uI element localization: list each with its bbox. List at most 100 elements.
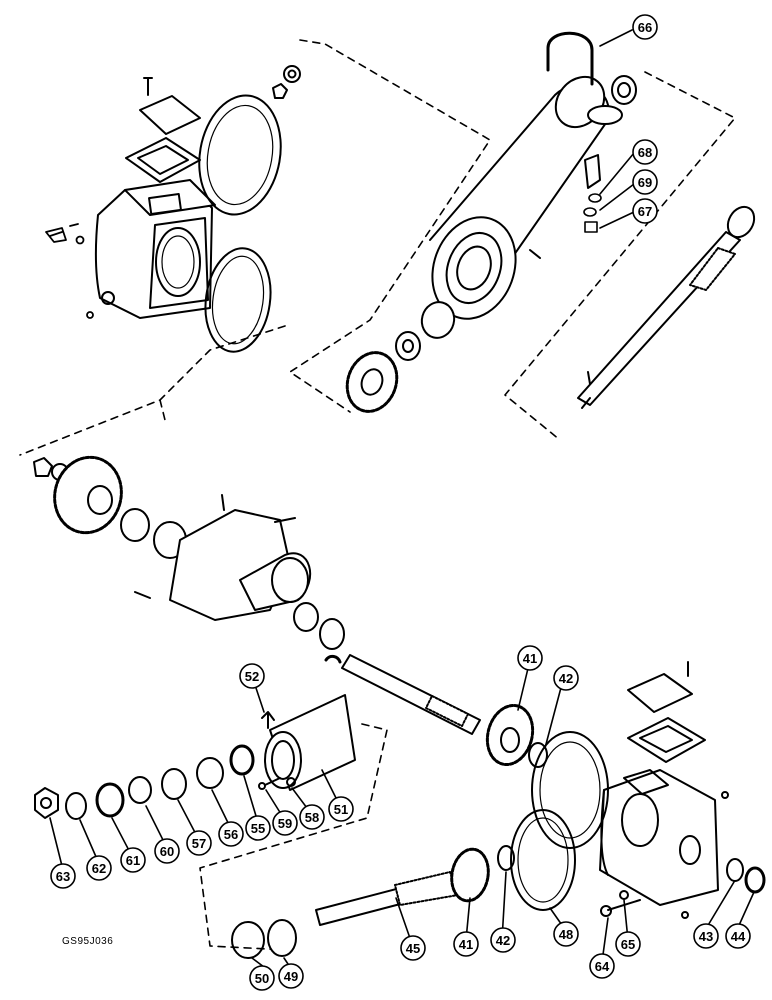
bolt-64 <box>600 899 641 917</box>
gasket-48-lower <box>510 809 576 911</box>
svg-text:43: 43 <box>699 929 713 944</box>
svg-text:67: 67 <box>638 204 652 219</box>
bevel-gear-left <box>53 455 123 535</box>
bearing-cone-center <box>319 618 345 650</box>
washer-62 <box>65 792 87 820</box>
svg-text:49: 49 <box>284 969 298 984</box>
svg-text:61: 61 <box>126 853 140 868</box>
svg-text:42: 42 <box>496 933 510 948</box>
bearing-carrier-51 <box>264 694 356 791</box>
callout-60: 60 <box>154 838 180 864</box>
upper-gearbox-housing <box>94 179 216 319</box>
callout-62: 62 <box>86 855 112 881</box>
lower-right-cover-plate <box>627 661 693 713</box>
svg-text:66: 66 <box>638 20 652 35</box>
svg-text:57: 57 <box>192 836 206 851</box>
tube-housing <box>429 75 610 320</box>
seal-43 <box>726 858 744 882</box>
callout-51: 51 <box>328 796 354 822</box>
bearing-cup-50 <box>231 921 265 959</box>
bearing-cup-56 <box>196 757 224 789</box>
housing-bolts <box>45 223 94 319</box>
svg-text:41: 41 <box>459 937 473 952</box>
callout-45: 45 <box>400 935 426 961</box>
svg-text:42: 42 <box>559 671 573 686</box>
svg-text:50: 50 <box>255 971 269 986</box>
side-gasket-lower <box>204 247 272 353</box>
nut-63 <box>34 787 59 819</box>
gasket-48-upper <box>531 731 609 849</box>
svg-text:69: 69 <box>638 175 652 190</box>
cover-plate <box>139 77 201 135</box>
callout-66: 66 <box>632 14 658 40</box>
bolt-59 <box>258 777 281 790</box>
callout-63: 63 <box>50 863 76 889</box>
callout-42-upper: 42 <box>553 665 579 691</box>
output-shaft-center <box>324 654 481 735</box>
spur-gear-41-lower <box>450 847 490 903</box>
callout-41-lower: 41 <box>453 931 479 957</box>
center-housing <box>134 494 312 621</box>
svg-text:64: 64 <box>595 959 610 974</box>
callout-69: 69 <box>632 169 658 195</box>
callout-48: 48 <box>553 921 579 947</box>
cover-gasket <box>125 137 201 183</box>
svg-text:59: 59 <box>278 816 292 831</box>
svg-text:55: 55 <box>251 821 265 836</box>
output-shaft-45 <box>315 871 459 926</box>
callout-67: 67 <box>632 198 658 224</box>
snap-ring-42-lower <box>497 845 515 871</box>
callout-42-lower: 42 <box>490 927 516 953</box>
bearing-cone-left <box>120 508 150 542</box>
svg-text:52: 52 <box>245 669 259 684</box>
callout-55: 55 <box>245 815 271 841</box>
callout-61: 61 <box>120 847 146 873</box>
spur-gear-41-upper <box>485 703 535 767</box>
bearing-cup-mid <box>420 301 456 339</box>
washers-68-69-67 <box>583 193 602 233</box>
callout-52: 52 <box>239 663 265 689</box>
bearing-cone-49 <box>267 919 297 957</box>
svg-text:60: 60 <box>160 844 174 859</box>
bearing-cup-top <box>587 105 623 125</box>
svg-text:62: 62 <box>92 861 106 876</box>
bevel-pinion-top <box>345 351 399 413</box>
callout-49: 49 <box>278 963 304 989</box>
fitting-52 <box>261 711 275 729</box>
figure-code: GS95J036 <box>62 936 114 947</box>
bearing-cone-top <box>611 75 637 105</box>
svg-text:68: 68 <box>638 145 652 160</box>
bearing-cone-57 <box>161 768 187 800</box>
u-bolt <box>546 31 594 86</box>
callout-57: 57 <box>186 830 212 856</box>
svg-text:58: 58 <box>305 810 319 825</box>
seal-55 <box>229 744 255 776</box>
lower-right-housing <box>599 769 729 919</box>
lower-right-cover-gasket <box>627 717 706 763</box>
callout-56: 56 <box>218 821 244 847</box>
side-gasket-upper <box>198 94 282 216</box>
svg-text:65: 65 <box>621 937 635 952</box>
snap-ring-42-upper <box>528 742 548 768</box>
svg-text:51: 51 <box>334 802 348 817</box>
svg-text:63: 63 <box>56 869 70 884</box>
spacer-60 <box>128 776 152 804</box>
washer-58 <box>286 777 296 787</box>
callout-50: 50 <box>249 965 275 991</box>
seal-61 <box>95 782 125 818</box>
small-nut-washer <box>272 65 301 99</box>
washer-65 <box>619 890 629 900</box>
svg-text:56: 56 <box>224 827 238 842</box>
callout-68: 68 <box>632 139 658 165</box>
svg-text:41: 41 <box>523 651 537 666</box>
svg-text:45: 45 <box>406 941 420 956</box>
callout-58: 58 <box>299 804 325 830</box>
callout-64: 64 <box>589 953 615 979</box>
bearing-cup-center <box>293 602 319 632</box>
svg-text:48: 48 <box>559 927 573 942</box>
bearing-cone-mid <box>395 331 421 361</box>
callout-44: 44 <box>725 923 751 949</box>
svg-text:44: 44 <box>731 929 746 944</box>
drive-shaft-upper <box>577 205 756 409</box>
